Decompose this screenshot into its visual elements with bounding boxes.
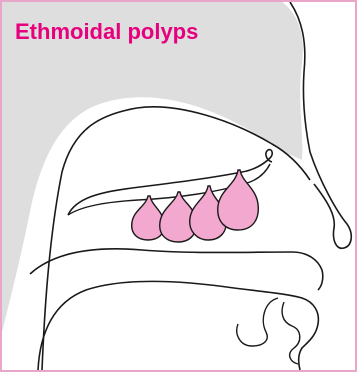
figure-title: Ethmoidal polyps [15, 19, 198, 45]
nasal-cavity-illustration [2, 2, 355, 370]
tissue-region [2, 2, 355, 370]
